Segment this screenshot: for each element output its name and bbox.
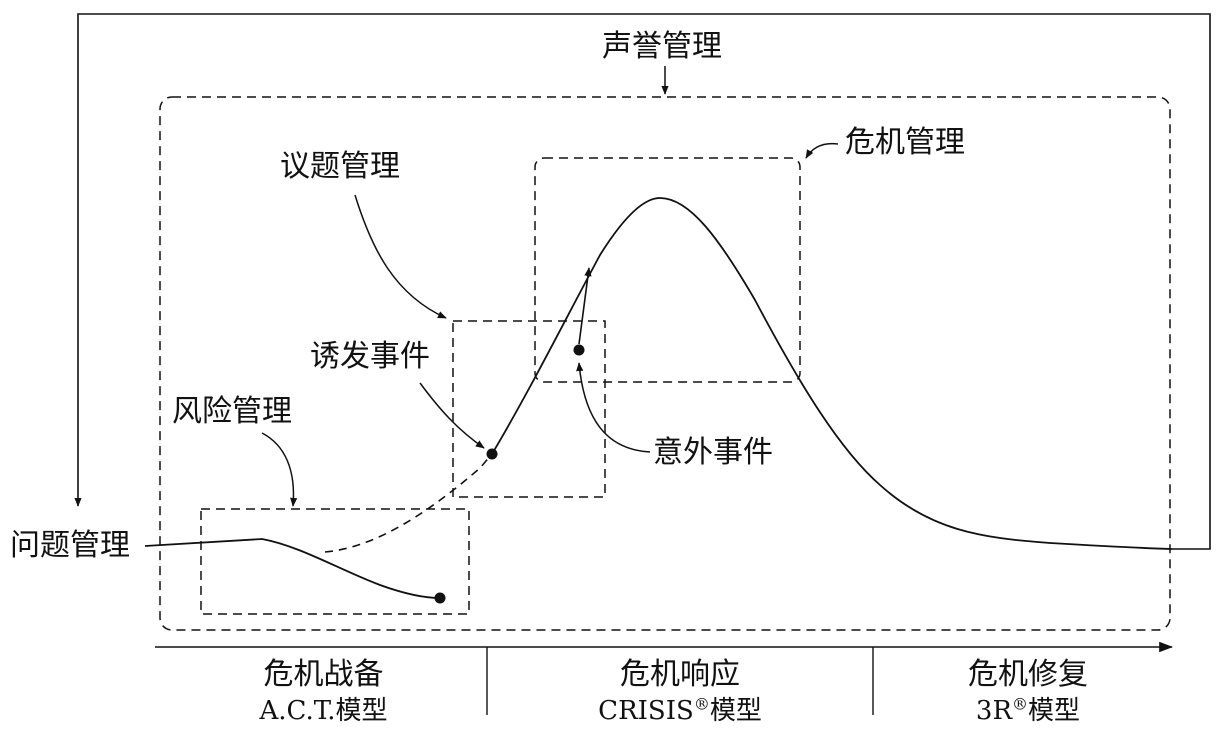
accidental-event-label: 意外事件 <box>653 435 773 470</box>
reputation-management-label: 声誉管理 <box>602 29 722 64</box>
trigger-callout-arrow <box>419 382 485 449</box>
crisis-management-box <box>534 157 801 383</box>
phase-title: 危机修复 <box>968 657 1088 692</box>
accidental-event-dot <box>573 344 585 356</box>
risk-management-label: 风险管理 <box>172 394 292 429</box>
issue-management-box <box>452 320 606 498</box>
crisis-callout-arrow <box>805 142 839 159</box>
issue-management-label: 议题管理 <box>280 149 400 184</box>
phase-model: A.C.T.模型 <box>259 696 388 726</box>
latent-issue-dashed-curve <box>324 453 493 553</box>
issue-callout-arrow <box>354 194 447 319</box>
accidental-callout-arrow <box>576 362 651 453</box>
phase-crisis-preparation: 危机战备 A.C.T.模型 <box>160 657 487 729</box>
risk-callout-arrow <box>261 432 298 507</box>
trigger-event-dot <box>486 448 498 460</box>
feedback-loop-line <box>74 13 1211 550</box>
phase-crisis-recovery: 危机修复 3R®模型 <box>873 657 1183 729</box>
problem-decline-curve <box>144 538 441 599</box>
accidental-jump-arrow <box>578 267 592 345</box>
problem-management-label: 问题管理 <box>10 528 130 563</box>
risk-management-box <box>200 508 470 615</box>
crisis-management-label: 危机管理 <box>845 125 965 160</box>
trigger-event-label: 诱发事件 <box>310 339 430 374</box>
phase-model: 3R®模型 <box>975 694 1081 726</box>
phase-title: 危机响应 <box>620 657 740 692</box>
phase-title: 危机战备 <box>263 657 384 692</box>
phase-crisis-response: 危机响应 CRISIS®模型 <box>487 657 873 729</box>
phase-model: CRISIS®模型 <box>598 694 762 726</box>
risk-end-dot <box>434 592 446 604</box>
reputation-management-box <box>159 96 1171 631</box>
